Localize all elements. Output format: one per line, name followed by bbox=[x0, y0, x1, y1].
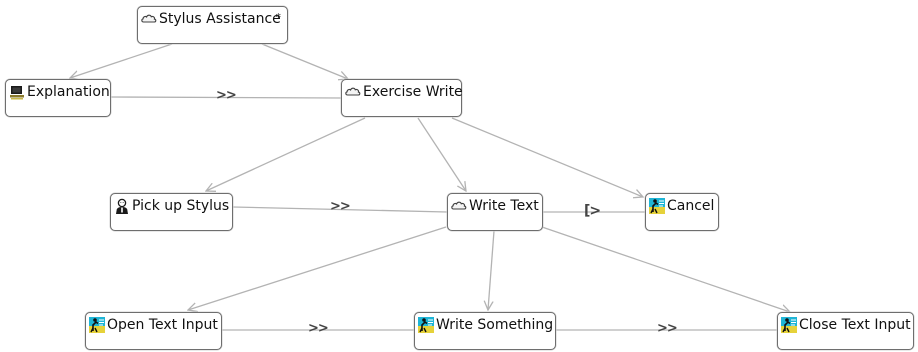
task-node-pick-up-stylus[interactable]: Pick up Stylus bbox=[110, 193, 233, 231]
interaction-task-icon bbox=[780, 316, 798, 334]
abstract-task-icon bbox=[450, 197, 468, 215]
edge-write-text-open-text-input bbox=[188, 226, 447, 310]
operator-disabling: [> bbox=[584, 203, 601, 219]
interaction-task-icon bbox=[88, 316, 106, 334]
operator-enabling: >> bbox=[330, 199, 351, 214]
task-label: Open Text Input bbox=[107, 317, 218, 333]
edge-write-text-write-something bbox=[488, 230, 495, 310]
task-label: Close Text Input bbox=[799, 317, 911, 333]
operator-enabling: >> bbox=[308, 321, 329, 336]
task-node-write-something[interactable]: Write Something bbox=[414, 312, 556, 350]
task-node-close-text-input[interactable]: Close Text Input bbox=[777, 312, 914, 350]
iterative-marker: * bbox=[275, 11, 282, 24]
application-task-icon bbox=[8, 83, 26, 101]
task-label: Explanation bbox=[27, 84, 110, 100]
task-node-stylus-assistance[interactable]: Stylus Assistance * bbox=[137, 6, 288, 44]
task-label: Cancel bbox=[667, 198, 715, 214]
edge-exercise-write-cancel bbox=[451, 117, 643, 197]
task-label: Write Something bbox=[436, 317, 554, 333]
edge-root-exercise-write bbox=[261, 43, 348, 79]
task-node-open-text-input[interactable]: Open Text Input bbox=[85, 312, 222, 350]
task-label: Exercise Write bbox=[363, 84, 463, 100]
operator-enabling: >> bbox=[216, 88, 237, 103]
edge-exercise-write-write-text bbox=[417, 117, 466, 191]
edge-exercise-write-pick-up-stylus bbox=[206, 117, 366, 191]
interaction-task-icon bbox=[648, 197, 666, 215]
task-label: Write Text bbox=[469, 198, 539, 214]
edge-write-text-close-text-input bbox=[541, 226, 790, 312]
task-node-cancel[interactable]: Cancel bbox=[645, 193, 719, 231]
abstract-task-icon bbox=[344, 83, 362, 101]
task-node-explanation[interactable]: Explanation bbox=[5, 79, 111, 117]
task-label: Pick up Stylus bbox=[132, 198, 230, 214]
operator-enabling: >> bbox=[657, 321, 678, 336]
relation-line-pickup-write bbox=[232, 206, 448, 213]
abstract-task-icon bbox=[140, 10, 158, 28]
relation-line-explanation-exercise bbox=[110, 96, 342, 99]
edge-root-explanation bbox=[70, 43, 173, 78]
task-node-write-text[interactable]: Write Text bbox=[447, 193, 543, 231]
task-node-exercise-write[interactable]: Exercise Write bbox=[341, 79, 463, 117]
user-task-icon bbox=[113, 197, 131, 215]
task-label: Stylus Assistance bbox=[159, 11, 281, 27]
interaction-task-icon bbox=[417, 316, 435, 334]
